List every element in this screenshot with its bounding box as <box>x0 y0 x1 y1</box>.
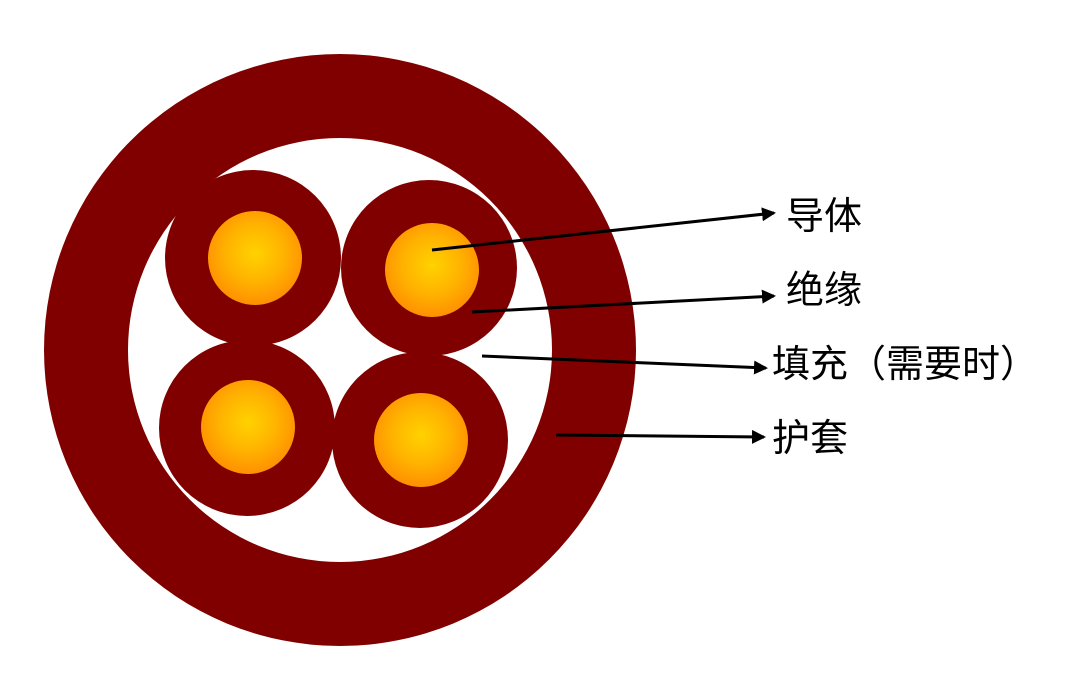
core-conductor <box>208 211 302 305</box>
leader-arrow-filler <box>481 354 768 375</box>
core-bottom-left <box>159 340 335 516</box>
label-conductor: 导体 <box>786 194 863 238</box>
core-conductor <box>385 223 479 317</box>
core-conductor <box>201 380 295 474</box>
label-sheath: 护套 <box>772 416 849 460</box>
core-top-left <box>165 170 341 346</box>
core-bottom-right <box>332 352 508 528</box>
leader-arrow-conductor <box>431 207 776 252</box>
label-insulation: 绝缘 <box>786 268 863 312</box>
leader-arrow-sheath <box>555 429 766 444</box>
leader-arrow-insulation <box>471 289 776 314</box>
core-top-right <box>341 180 517 356</box>
label-filler: 填充（需要时） <box>772 342 1039 386</box>
core-conductor <box>374 393 468 487</box>
